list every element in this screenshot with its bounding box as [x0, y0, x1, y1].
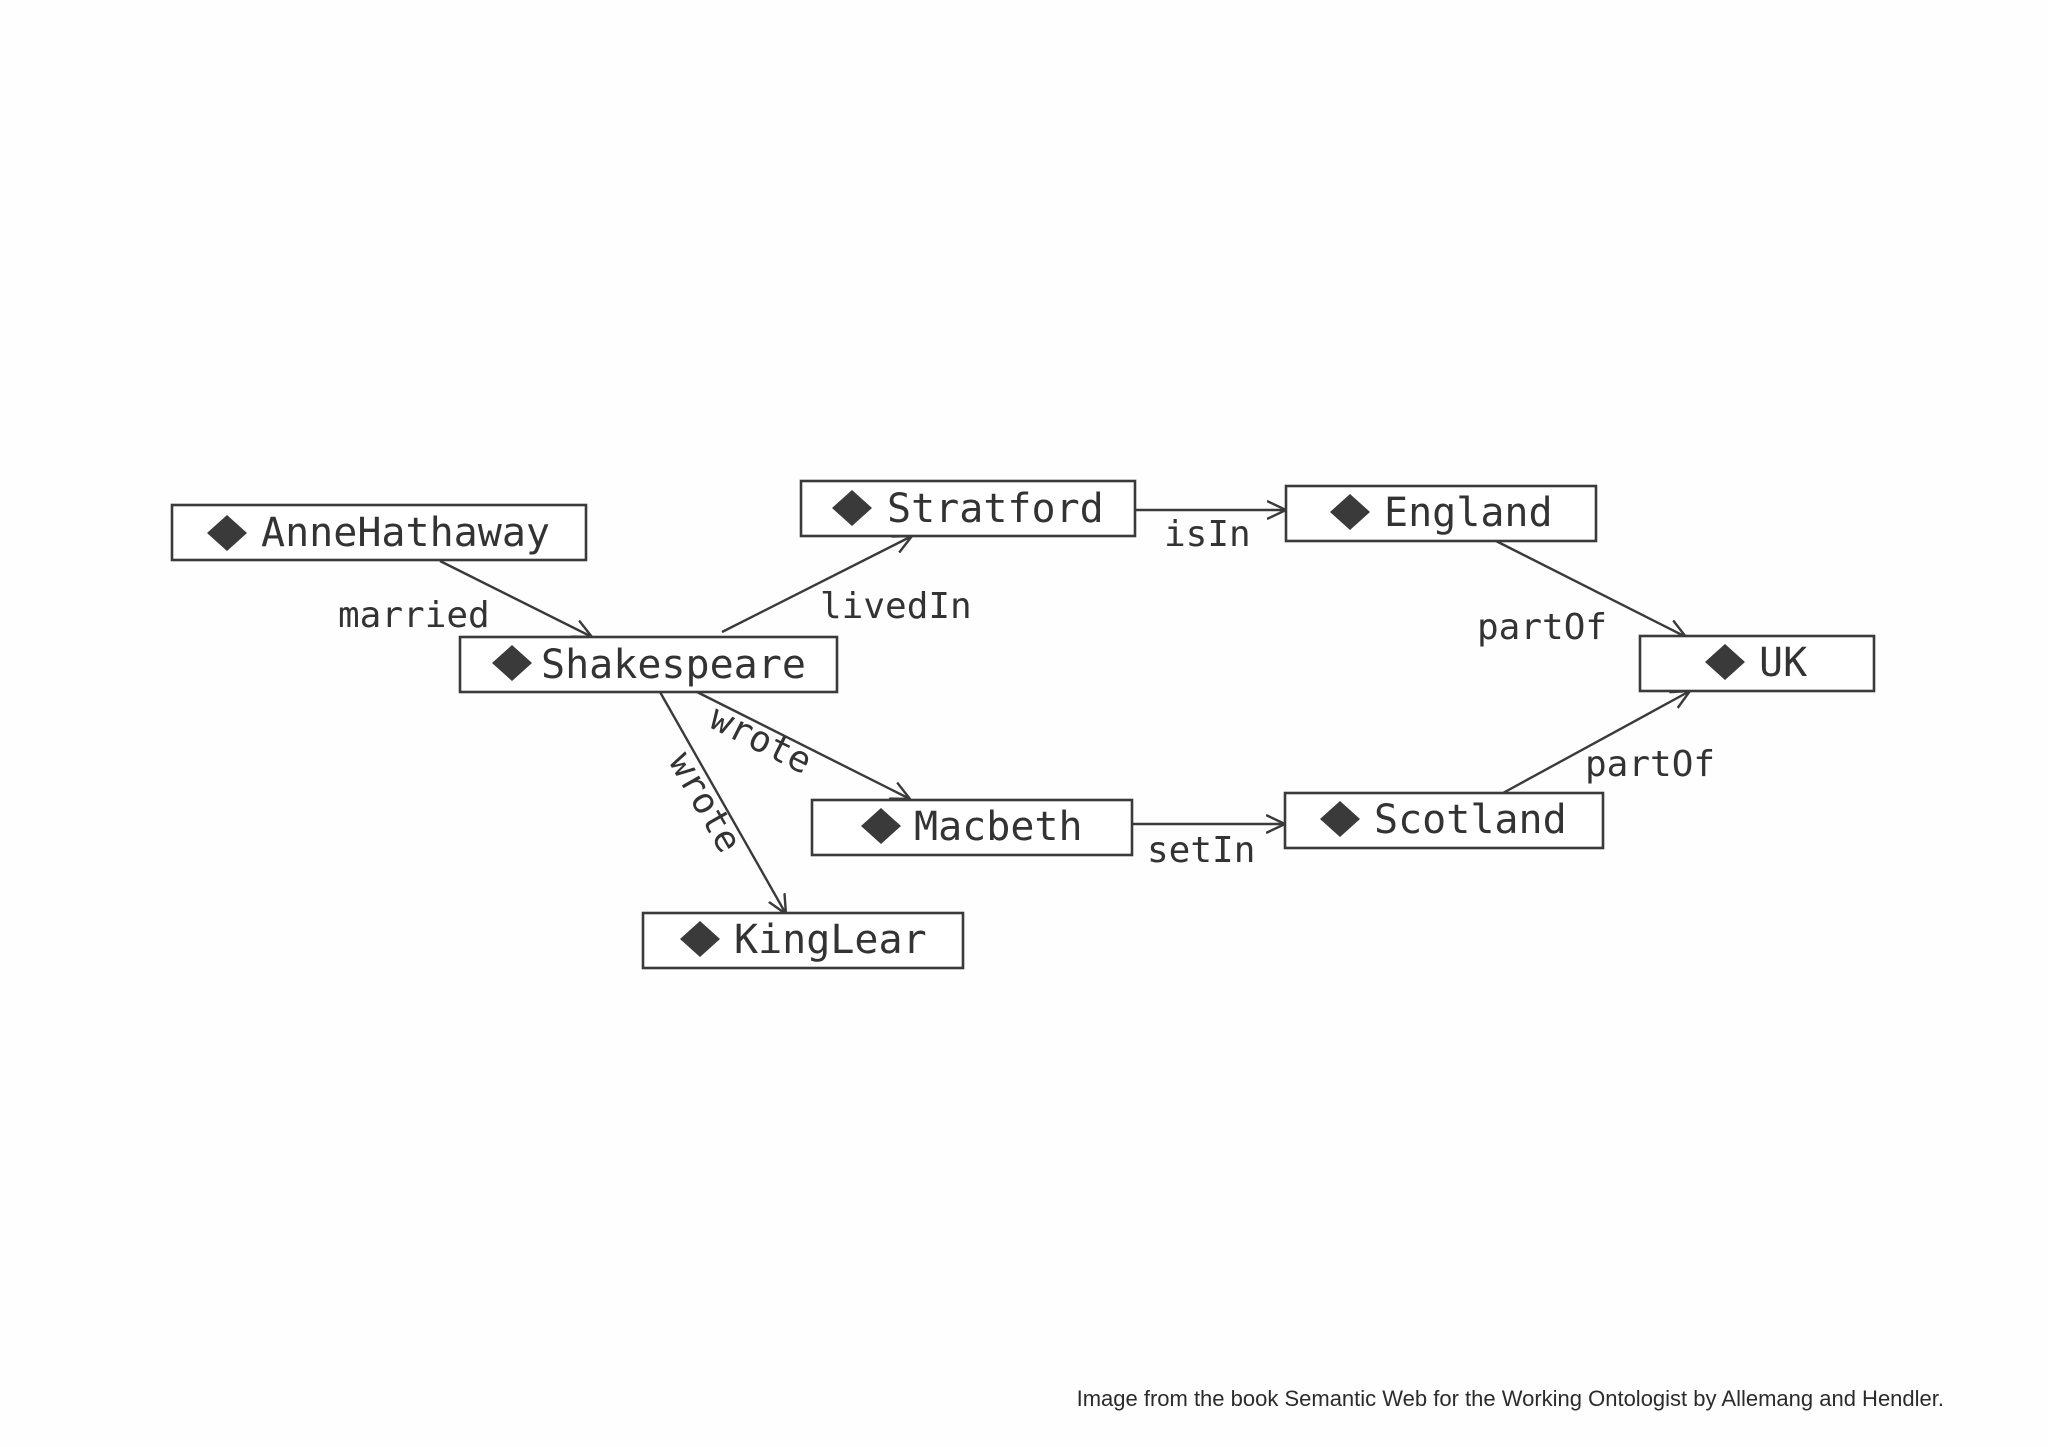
node-macbeth: Macbeth	[810, 798, 1134, 857]
image-credit-caption: Image from the book Semantic Web for the…	[1076, 1386, 1944, 1411]
node-macbeth-label: Macbeth	[914, 804, 1083, 850]
edge-wrote-macbeth: wrote	[696, 690, 910, 799]
edge-set-in-label: setIn	[1147, 830, 1255, 871]
edge-wrote-macbeth-line	[696, 690, 910, 799]
node-stratford-label: Stratford	[887, 486, 1104, 532]
edge-wrote-king-lear-label: wrote	[660, 745, 749, 859]
node-king-lear: KingLear	[641, 911, 965, 970]
diamond-icon	[680, 921, 720, 957]
node-anne-hathaway: AnneHathaway	[170, 503, 588, 562]
diamond-icon	[832, 490, 872, 526]
edge-is-in: isIn	[1135, 510, 1286, 555]
diamond-icon	[492, 645, 532, 681]
node-king-lear-label: KingLear	[734, 917, 927, 963]
edge-lived-in-label: livedIn	[820, 586, 972, 627]
edge-part-of-scotland: partOf	[1502, 691, 1715, 795]
node-england-label: England	[1384, 490, 1553, 536]
diamond-icon	[1330, 494, 1370, 530]
edge-part-of-england-label: partOf	[1477, 607, 1607, 648]
edge-married-line	[439, 559, 592, 637]
edge-is-in-label: isIn	[1164, 514, 1251, 555]
node-shakespeare: Shakespeare	[458, 635, 839, 694]
diamond-icon	[861, 808, 901, 844]
node-england: England	[1284, 484, 1598, 543]
edge-wrote-king-lear-line	[658, 691, 786, 914]
edge-part-of-scotland-line	[1502, 691, 1690, 795]
diamond-icon	[207, 515, 247, 551]
diamond-icon	[1320, 801, 1360, 837]
node-scotland: Scotland	[1283, 791, 1605, 850]
edge-set-in: setIn	[1133, 824, 1285, 871]
edge-lived-in: livedIn	[721, 536, 972, 634]
edge-part-of-england-line	[1495, 539, 1686, 637]
diamond-icon	[1705, 644, 1745, 680]
node-anne-hathaway-label: AnneHathaway	[261, 510, 550, 556]
edge-married-label: married	[338, 595, 490, 636]
node-uk-box	[1638, 634, 1876, 693]
node-scotland-label: Scotland	[1374, 797, 1567, 843]
node-uk-label: UK	[1759, 640, 1807, 686]
edge-wrote-macbeth-label: wrote	[703, 697, 818, 782]
edge-part-of-scotland-label: partOf	[1585, 744, 1715, 785]
edge-married: married	[338, 559, 592, 637]
node-stratford: Stratford	[799, 479, 1137, 538]
edge-lived-in-line	[721, 536, 912, 634]
node-shakespeare-label: Shakespeare	[541, 642, 806, 688]
node-uk: UK	[1638, 634, 1876, 693]
edge-part-of-england: partOf	[1477, 539, 1686, 648]
